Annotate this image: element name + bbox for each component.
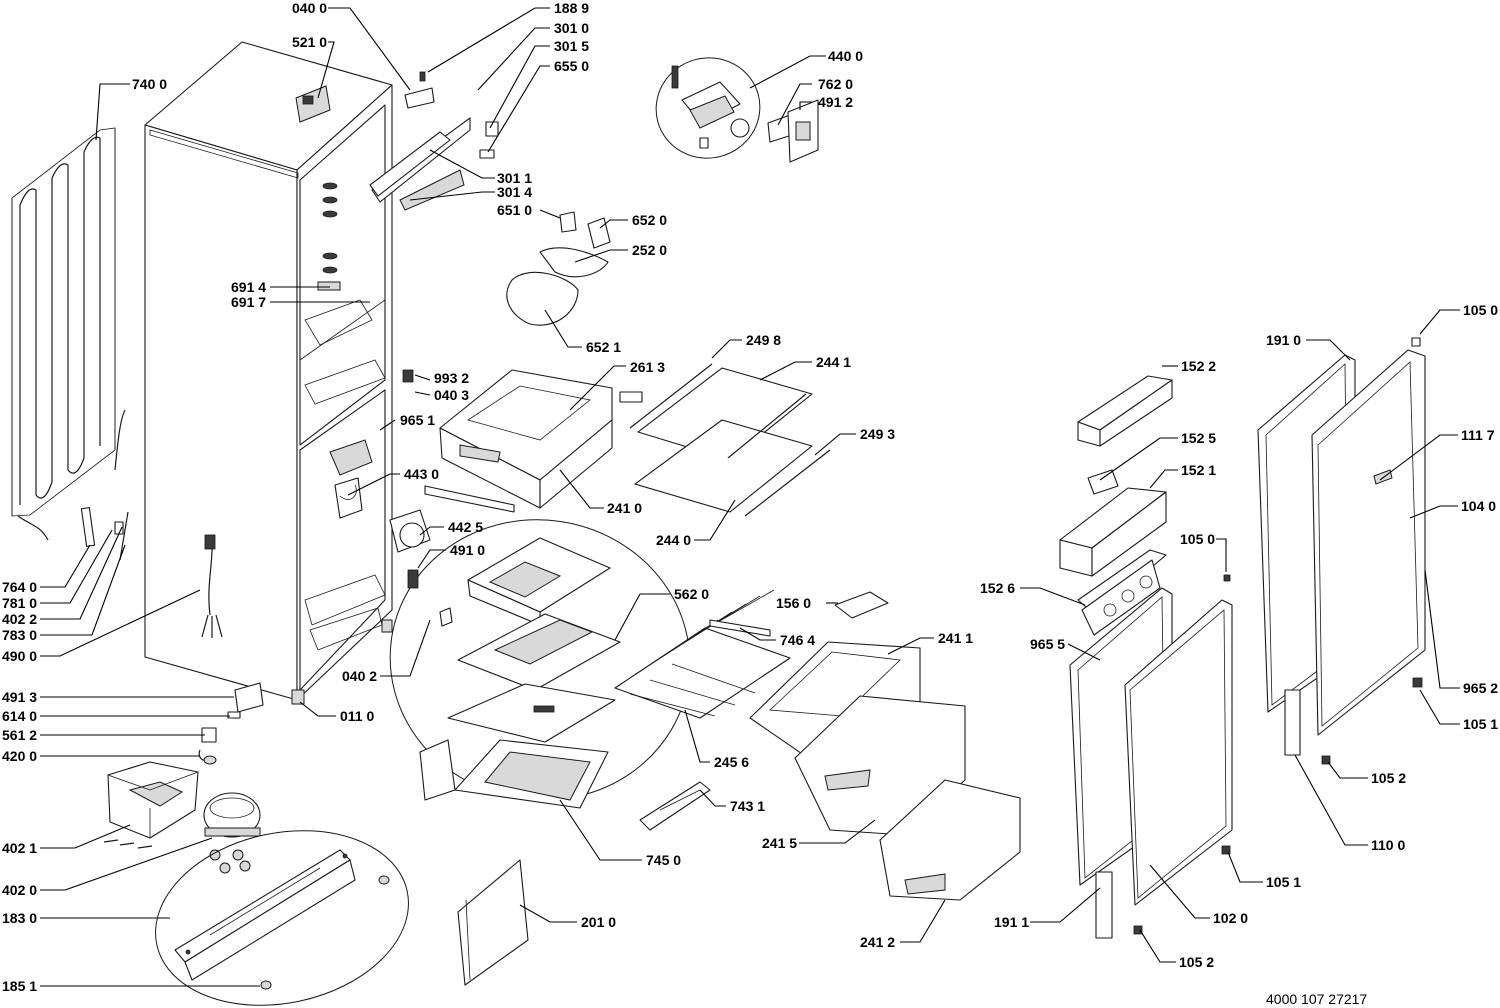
callout-402-2: 402 2 [2, 611, 37, 627]
callout-301-5: 301 5 [554, 38, 589, 54]
callout-191-0: 191 0 [1266, 332, 1301, 348]
callout-420-0: 420 0 [2, 748, 37, 764]
callout-740-0: 740 0 [132, 76, 167, 92]
callout-521-0: 521 0 [292, 34, 327, 50]
callout-201-0: 201 0 [581, 914, 616, 930]
callout-965-5: 965 5 [1030, 636, 1065, 652]
callout-040-3: 040 3 [434, 387, 469, 403]
callout-764-0: 764 0 [2, 579, 37, 595]
callout-104-0: 104 0 [1461, 498, 1496, 514]
callout-011-0: 011 0 [340, 708, 374, 724]
callout-110-0: 110 0 [1371, 837, 1405, 853]
callout-562-0: 562 0 [674, 586, 709, 602]
callout-691-4: 691 4 [231, 279, 266, 295]
callout-152-5: 152 5 [1181, 430, 1216, 446]
callout-301-4: 301 4 [497, 184, 532, 200]
callout-188-9: 188 9 [554, 0, 589, 16]
callout-655-0: 655 0 [554, 58, 589, 74]
callout-691-7: 691 7 [231, 294, 266, 310]
callout-241-5: 241 5 [762, 835, 797, 851]
leader-lines [40, 7, 1460, 987]
callout-152-1: 152 1 [1181, 462, 1216, 478]
callout-152-2: 152 2 [1181, 358, 1216, 374]
callout-249-3: 249 3 [860, 426, 895, 442]
callout-491-2: 491 2 [818, 94, 853, 110]
callout-614-0: 614 0 [2, 708, 37, 724]
top-parts [369, 57, 819, 326]
doors [1059, 337, 1426, 939]
callout-651-0: 651 0 [497, 202, 532, 218]
callout-402-1: 402 1 [2, 840, 37, 856]
callout-105-1-top: 105 1 [1463, 716, 1498, 732]
callout-491-3: 491 3 [2, 689, 37, 705]
callout-040-0: 040 0 [292, 0, 327, 16]
callout-491-0: 491 0 [450, 542, 485, 558]
callout-156-0: 156 0 [776, 595, 811, 611]
callout-440-0: 440 0 [828, 48, 863, 64]
callout-249-8: 249 8 [746, 332, 781, 348]
callout-301-1: 301 1 [497, 170, 532, 186]
callout-244-0: 244 0 [656, 532, 691, 548]
interior-parts [339, 363, 1021, 986]
callout-185-1: 185 1 [2, 978, 37, 994]
callout-252-0: 252 0 [632, 242, 667, 258]
document-id: 4000 107 27217 [1266, 991, 1367, 1007]
callout-402-0: 402 0 [2, 882, 37, 898]
callout-183-0: 183 0 [2, 910, 37, 926]
cabinet-body [144, 41, 393, 705]
callout-652-1: 652 1 [586, 339, 621, 355]
callout-993-2: 993 2 [434, 370, 469, 386]
compressor-area [103, 682, 409, 1006]
callout-442-5: 442 5 [448, 519, 483, 535]
callout-261-3: 261 3 [630, 359, 665, 375]
callout-746-4: 746 4 [780, 632, 815, 648]
callout-152-6: 152 6 [980, 580, 1015, 596]
callout-111-7: 111 7 [1461, 427, 1495, 443]
callout-301-0: 301 0 [554, 20, 589, 36]
callout-652-0: 652 0 [632, 212, 667, 228]
callout-443-0: 443 0 [404, 466, 439, 482]
callout-105-0-top: 105 0 [1463, 302, 1498, 318]
callout-040-2: 040 2 [342, 668, 377, 684]
callout-105-0-mid: 105 0 [1180, 531, 1215, 547]
condenser-coil [11, 127, 129, 561]
callout-241-0: 241 0 [607, 500, 642, 516]
callout-781-0: 781 0 [2, 595, 37, 611]
callout-105-2-bottom: 105 2 [1179, 954, 1214, 970]
callout-244-1: 244 1 [816, 354, 851, 370]
callout-102-0: 102 0 [1213, 910, 1248, 926]
callout-965-1: 965 1 [400, 412, 435, 428]
callout-245-6: 245 6 [714, 754, 749, 770]
callout-965-2: 965 2 [1463, 680, 1498, 696]
callout-241-2: 241 2 [860, 934, 895, 950]
callout-561-2: 561 2 [2, 727, 37, 743]
callout-191-1: 191 1 [994, 914, 1029, 930]
callout-105-1-bottom: 105 1 [1266, 874, 1301, 890]
callout-762-0: 762 0 [818, 76, 853, 92]
callout-490-0: 490 0 [2, 648, 37, 664]
callout-745-0: 745 0 [646, 852, 681, 868]
callout-241-1: 241 1 [938, 630, 973, 646]
callout-743-1: 743 1 [730, 798, 765, 814]
callout-783-0: 783 0 [2, 627, 37, 643]
callout-105-2-top: 105 2 [1371, 770, 1406, 786]
